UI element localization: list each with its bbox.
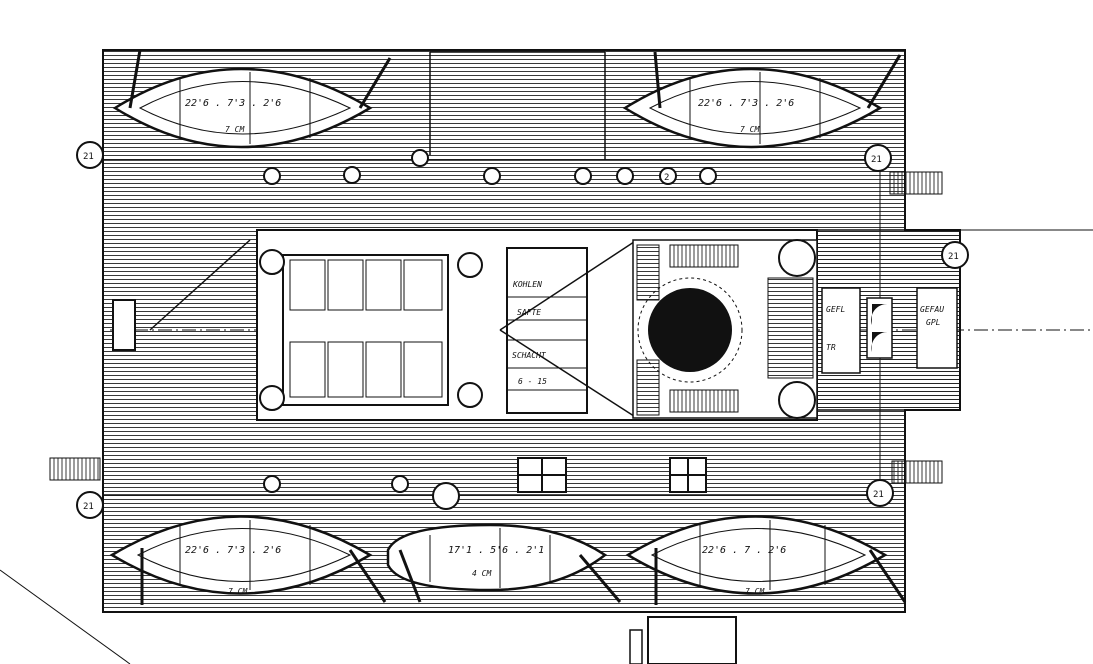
hatch bbox=[517, 457, 707, 493]
lifeboat: 22'6 . 7'3 . 2'6 7 CM bbox=[109, 515, 387, 605]
box-label: GEFL bbox=[826, 305, 845, 314]
gangway-starboard-aft bbox=[891, 460, 943, 484]
gangway-starboard-fwd bbox=[889, 171, 943, 195]
vent-mark: 2 bbox=[664, 173, 669, 183]
lifeboat: 22'6 . 7 . 2'6 7 CM bbox=[625, 515, 907, 605]
box-label: TR bbox=[826, 343, 836, 352]
boat-capacity: 7 CM bbox=[745, 587, 765, 596]
box-label: 6 - 15 bbox=[518, 377, 547, 386]
vent-mark: 21 bbox=[873, 490, 884, 500]
ventilators bbox=[76, 141, 969, 519]
gangway-port bbox=[49, 457, 101, 481]
vent-mark: 21 bbox=[83, 152, 94, 162]
boat-dimensions: 22'6 . 7'3 . 2'6 bbox=[698, 98, 794, 109]
vent-mark: 21 bbox=[948, 252, 959, 262]
boat-capacity: 7 CM bbox=[225, 125, 245, 134]
boat-capacity: 7 CM bbox=[228, 587, 248, 596]
boat-capacity: 7 CM bbox=[740, 125, 760, 134]
lifeboat: 22'6 . 7'3 . 2'6 7 CM bbox=[622, 51, 902, 149]
vent-mark: 21 bbox=[83, 502, 94, 512]
ladder bbox=[112, 299, 136, 351]
box-label: SAFTE bbox=[517, 308, 541, 317]
boat-dimensions: 22'6 . 7 . 2'6 bbox=[702, 545, 786, 556]
boat-dimensions: 22'6 . 7'3 . 2'6 bbox=[185, 545, 281, 556]
deckhouse bbox=[256, 229, 961, 421]
boat-dimensions: 17'1 . 5'6 . 2'1 bbox=[448, 545, 544, 556]
skylight-grid bbox=[289, 259, 443, 398]
lifeboat: 17'1 . 5'6 . 2'1 4 CM bbox=[386, 523, 622, 603]
funnel bbox=[648, 288, 732, 372]
boat-capacity: 4 CM bbox=[472, 569, 492, 578]
box-label: SCHACHT bbox=[512, 351, 547, 360]
lifeboat: 22'6 . 7'3 . 2'6 7 CM bbox=[112, 49, 392, 149]
stern-structure bbox=[647, 616, 737, 664]
vent-mark: 21 bbox=[871, 155, 882, 165]
box-label: GEFAU bbox=[920, 305, 944, 314]
box-label: KOHLEN bbox=[512, 280, 542, 289]
box-label: GPL bbox=[926, 318, 941, 327]
boat-dimensions: 22'6 . 7'3 . 2'6 bbox=[185, 98, 281, 109]
